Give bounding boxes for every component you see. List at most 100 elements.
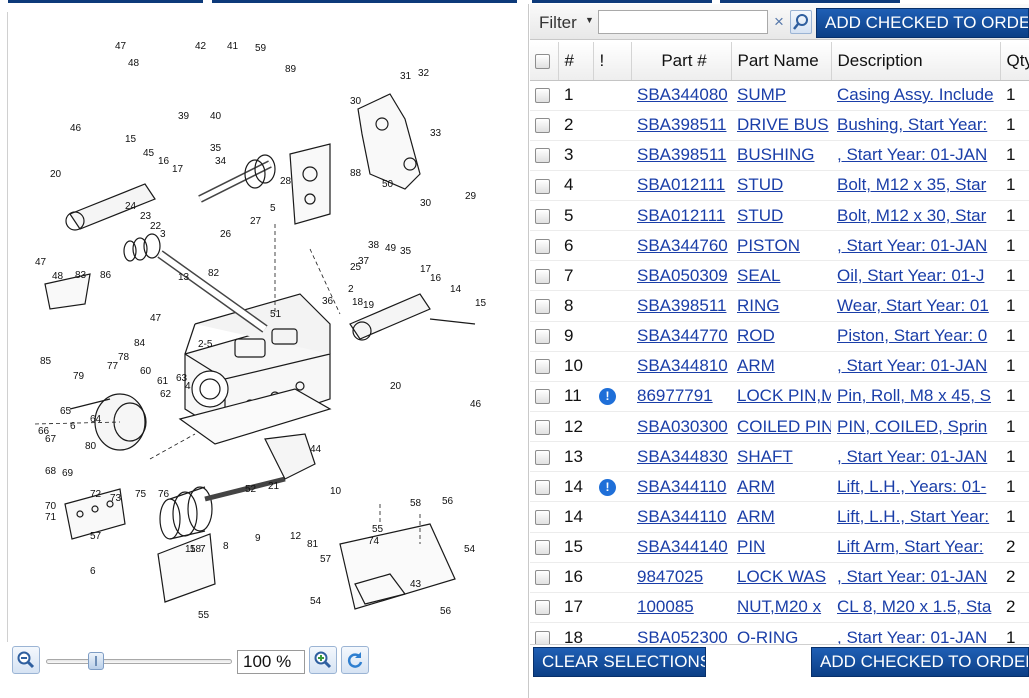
diagram-callout-label[interactable]: 4	[185, 381, 191, 392]
search-button[interactable]	[790, 10, 812, 34]
diagram-callout-label[interactable]: 16	[158, 156, 170, 167]
description-link[interactable]: , Start Year: 01-JAN	[837, 627, 988, 644]
diagram-callout-label[interactable]: 36	[322, 296, 334, 307]
diagram-callout-label[interactable]: 49	[385, 243, 397, 254]
filter-dropdown-caret-icon[interactable]: ▼	[585, 15, 594, 25]
diagram-callout-label[interactable]: 75	[135, 489, 147, 500]
diagram-callout-label[interactable]: 46	[70, 123, 82, 134]
column-header-part-name[interactable]: Part Name	[731, 42, 832, 81]
clear-selections-button[interactable]: CLEAR SELECTIONS	[533, 647, 706, 677]
diagram-callout-label[interactable]: 58	[410, 498, 422, 509]
row-part-number[interactable]: SBA344770	[631, 321, 731, 352]
exploded-parts-diagram[interactable]: 4742415989483940313230461545161735343320…	[10, 24, 510, 624]
row-select-cell[interactable]	[530, 411, 558, 443]
part-name-link[interactable]: ROD	[737, 326, 775, 346]
part-name-link[interactable]: ARM	[737, 476, 775, 496]
zoom-out-button[interactable]	[12, 646, 40, 674]
row-checkbox[interactable]	[535, 299, 550, 315]
part-number-link[interactable]: SBA344080	[637, 85, 728, 105]
diagram-callout-label[interactable]: 67	[45, 434, 57, 445]
row-part-number[interactable]: SBA398511	[631, 290, 731, 322]
part-number-link[interactable]: SBA050309	[637, 265, 728, 285]
diagram-callout-label[interactable]: 68	[45, 466, 57, 477]
row-description[interactable]: Bolt, M12 x 35, Star	[831, 170, 1000, 202]
part-number-link[interactable]: SBA344760	[637, 235, 728, 255]
row-checkbox[interactable]	[535, 329, 550, 345]
row-description[interactable]: , Start Year: 01-JAN	[831, 351, 1000, 382]
description-link[interactable]: , Start Year: 01-JAN	[837, 567, 988, 587]
row-select-cell[interactable]	[530, 381, 558, 413]
part-name-link[interactable]: LOCK WAS	[737, 567, 827, 587]
part-name-link[interactable]: PISTON	[737, 235, 800, 255]
row-select-cell[interactable]	[530, 351, 558, 382]
add-checked-to-order-button[interactable]: ADD CHECKED TO ORDER	[816, 8, 1029, 38]
row-part-number[interactable]: SBA344080	[631, 80, 731, 111]
description-link[interactable]: , Start Year: 01-JAN	[837, 235, 988, 255]
part-name-link[interactable]: SEAL	[737, 265, 781, 285]
description-link[interactable]: , Start Year: 01-JAN	[837, 356, 988, 376]
row-select-cell[interactable]	[530, 622, 558, 644]
row-part-number[interactable]: SBA012111	[631, 200, 731, 232]
diagram-callout-label[interactable]: 71	[45, 512, 57, 523]
diagram-callout-label[interactable]: 69	[62, 468, 74, 479]
part-number-link[interactable]: 9847025	[637, 567, 704, 587]
diagram-callout-label[interactable]: 72	[90, 489, 102, 500]
row-checkbox[interactable]	[535, 449, 550, 465]
part-number-link[interactable]: SBA030300	[637, 416, 728, 436]
diagram-callout-label[interactable]: 78	[118, 352, 130, 363]
row-part-name[interactable]: PIN	[731, 532, 831, 563]
diagram-callout-label[interactable]: 12	[290, 531, 302, 542]
row-description[interactable]: Lift Arm, Start Year:	[831, 532, 1000, 563]
row-part-name[interactable]: STUD	[731, 200, 831, 232]
part-name-link[interactable]: ARM	[737, 507, 775, 527]
part-name-link[interactable]: DRIVE BUS	[737, 115, 829, 135]
description-link[interactable]: , Start Year: 01-JAN	[837, 145, 988, 165]
column-header-description[interactable]: Description	[831, 42, 1001, 81]
diagram-callout-label[interactable]: 47	[35, 257, 47, 268]
row-checkbox[interactable]	[535, 479, 550, 495]
diagram-callout-label[interactable]: 21	[268, 481, 280, 492]
filter-label[interactable]: Filter	[539, 13, 577, 32]
row-description[interactable]: Piston, Start Year: 0	[831, 321, 1000, 352]
description-link[interactable]: Lift Arm, Start Year:	[837, 537, 984, 557]
diagram-callout-label[interactable]: 63	[176, 373, 188, 384]
row-select-cell[interactable]	[530, 140, 558, 171]
part-number-link[interactable]: SBA344770	[637, 326, 728, 346]
row-select-cell[interactable]	[530, 80, 558, 111]
row-part-number[interactable]: SBA052300	[631, 622, 731, 644]
row-part-number[interactable]: 86977791	[631, 381, 731, 413]
part-name-link[interactable]: BUSHING	[737, 145, 815, 165]
clear-filter-icon[interactable]: ×	[774, 12, 784, 31]
diagram-callout-label[interactable]: 35	[210, 143, 222, 154]
diagram-callout-label[interactable]: 20	[50, 169, 62, 180]
diagram-callout-label[interactable]: 15	[475, 298, 487, 309]
diagram-callout-label[interactable]: 26	[220, 229, 232, 240]
row-description[interactable]: , Start Year: 01-JAN	[831, 562, 1000, 593]
diagram-callout-label[interactable]: 48	[128, 58, 140, 69]
part-name-link[interactable]: SUMP	[737, 85, 787, 105]
diagram-callout-label[interactable]: 48	[52, 271, 64, 282]
part-name-link[interactable]: O-RING	[737, 627, 799, 644]
row-part-number[interactable]: SBA344110	[631, 471, 731, 503]
row-part-name[interactable]: ARM	[731, 351, 831, 382]
diagram-callout-label[interactable]: 13	[178, 272, 190, 283]
diagram-callout-label[interactable]: 55	[372, 524, 384, 535]
column-header-number[interactable]: #	[558, 42, 594, 81]
description-link[interactable]: Lift, L.H., Start Year:	[837, 507, 990, 527]
row-part-number[interactable]: 100085	[631, 592, 731, 624]
diagram-callout-label[interactable]: 17	[420, 264, 432, 275]
diagram-callout-label[interactable]: 45	[143, 148, 155, 159]
description-link[interactable]: Oil, Start Year: 01-J	[837, 265, 985, 285]
part-name-link[interactable]: PIN	[737, 537, 766, 557]
row-description[interactable]: Lift, L.H., Start Year:	[831, 501, 1000, 533]
diagram-callout-label[interactable]: 66	[38, 426, 50, 437]
diagram-callout-label[interactable]: 88	[350, 168, 362, 179]
diagram-callout-label[interactable]: 23	[140, 211, 152, 222]
